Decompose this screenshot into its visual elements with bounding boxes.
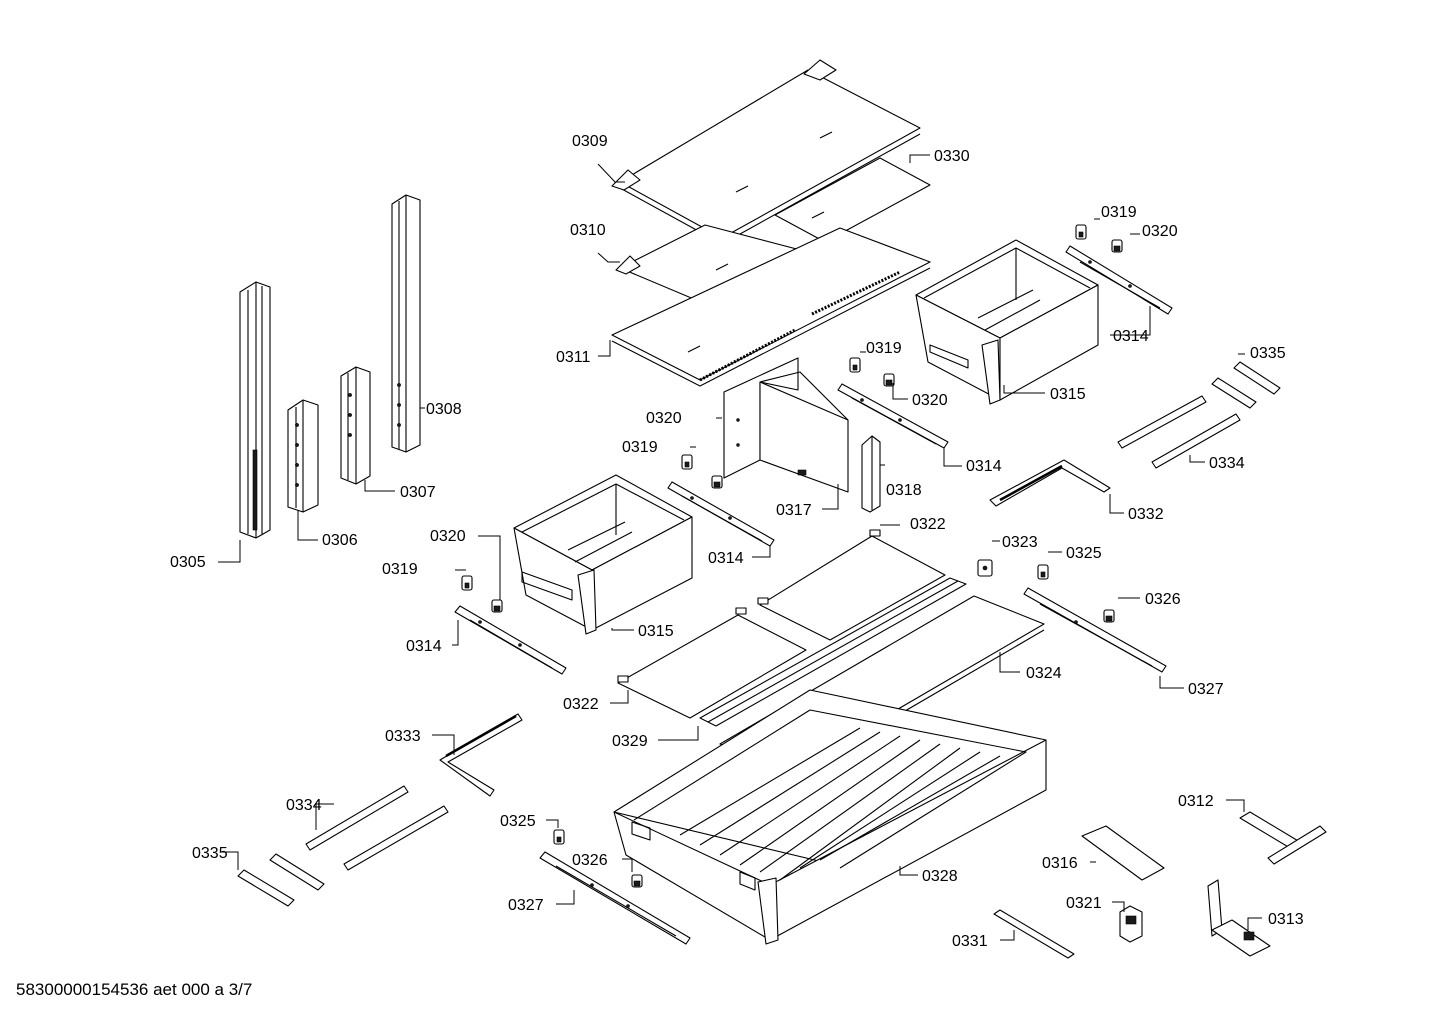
part-0335-strip-left [237, 853, 325, 907]
label-0305: 0305 [170, 554, 206, 571]
part-0305-post [239, 281, 271, 539]
label-0311: 0311 [556, 349, 591, 366]
part-0320-clip-d [491, 599, 503, 613]
part-0334-strip-right [1117, 395, 1241, 469]
part-0312-bracket [1239, 811, 1327, 865]
part-0308-post [391, 194, 421, 453]
label-0330: 0330 [934, 148, 970, 165]
label-0313: 0313 [1268, 911, 1304, 928]
part-0333-angle-bracket [439, 713, 523, 797]
label-0316: 0316 [1042, 855, 1078, 872]
part-0320-clip-a [1111, 239, 1123, 253]
label-0319-b: 0319 [866, 340, 902, 357]
part-0320-clip-c [711, 475, 723, 489]
label-0314-c: 0314 [708, 550, 744, 567]
label-0327-a: 0327 [1188, 681, 1224, 698]
part-0327-rail-a [1023, 587, 1167, 673]
label-0320-d: 0320 [430, 528, 466, 545]
part-0319-clip-a [1075, 224, 1087, 240]
label-0310: 0310 [570, 222, 606, 239]
part-0322-glass-left [617, 607, 807, 719]
label-0323: 0323 [1002, 534, 1038, 551]
label-0315-a: 0315 [1050, 386, 1086, 403]
part-0311-shelf-tray [611, 227, 931, 387]
part-0314-rail-d [454, 605, 567, 675]
label-0307: 0307 [400, 484, 436, 501]
part-0318-cover [861, 435, 881, 513]
part-0334-strip-left [305, 785, 449, 871]
part-0322-glass-right [757, 529, 946, 641]
label-0334-b: 0334 [286, 797, 322, 814]
label-0332: 0332 [1128, 506, 1164, 523]
part-0335-strip-right [1211, 361, 1281, 409]
label-0326-b: 0326 [572, 852, 608, 869]
label-0314-d: 0314 [406, 638, 442, 655]
label-0306: 0306 [322, 532, 358, 549]
part-0325-clip-a [1037, 564, 1049, 580]
part-0319-clip-d [461, 575, 473, 591]
part-0329-rail [699, 577, 967, 727]
label-0324: 0324 [1026, 665, 1062, 682]
label-0317: 0317 [776, 502, 812, 519]
label-0320-c: 0320 [646, 410, 682, 427]
label-0331: 0331 [952, 933, 988, 950]
label-0320-b: 0320 [912, 392, 948, 409]
label-0309: 0309 [572, 133, 608, 150]
part-0323-clip [977, 559, 993, 577]
label-0308: 0308 [426, 401, 462, 418]
label-0328: 0328 [922, 868, 958, 885]
part-0314-rail-b [837, 383, 949, 449]
leader-lines [218, 154, 1262, 941]
label-0319-d: 0319 [382, 561, 418, 578]
part-0314-rail-c [667, 481, 775, 547]
part-0331-strip [993, 909, 1075, 959]
part-0321-hinge [1119, 905, 1143, 943]
part-0330-glass-shelf [774, 157, 931, 243]
label-0335-a: 0335 [1250, 345, 1286, 362]
part-0307-post [340, 366, 371, 485]
part-0319-clip-b [849, 357, 861, 373]
label-0318: 0318 [886, 482, 922, 499]
label-0327-b: 0327 [508, 897, 544, 914]
label-0322-a: 0322 [910, 516, 946, 533]
label-0335-b: 0335 [192, 845, 228, 862]
label-0319-a: 0319 [1101, 204, 1137, 221]
part-0328-big-drawer [613, 689, 1047, 945]
label-0325-a: 0325 [1066, 545, 1102, 562]
label-0321: 0321 [1066, 895, 1102, 912]
part-0315-drawer-left [513, 474, 693, 635]
label-0333: 0333 [385, 728, 421, 745]
part-0309-glass-shelf [611, 59, 921, 245]
part-0326-clip-b [631, 874, 643, 888]
part-0332-angle-bracket [989, 459, 1111, 507]
part-0325-clip-b [553, 829, 565, 845]
label-0322-b: 0322 [563, 696, 599, 713]
part-0315-drawer-upper [915, 239, 1099, 405]
label-0326-a: 0326 [1145, 591, 1181, 608]
label-0325-b: 0325 [500, 813, 536, 830]
label-0312: 0312 [1178, 793, 1214, 810]
label-0314-a: 0314 [1113, 328, 1149, 345]
part-0317-divider [723, 357, 849, 493]
label-0320-a: 0320 [1142, 223, 1178, 240]
part-0320-clip-b [883, 373, 895, 387]
part-0314-rail-a [1065, 245, 1173, 315]
part-labels: 0309 0330 0310 0311 0308 0307 0306 0305 … [170, 133, 1304, 950]
part-0326-clip-a [1103, 609, 1115, 623]
label-0314-b: 0314 [966, 458, 1002, 475]
label-0319-c: 0319 [622, 439, 658, 456]
document-id: 58300000154536 aet 000 a 3/7 [16, 980, 253, 999]
part-0310-glass-shelf [615, 224, 809, 306]
part-0313-hinge [1207, 879, 1271, 957]
part-0319-clip-c [681, 454, 693, 470]
label-0329: 0329 [612, 733, 648, 750]
label-0334-a: 0334 [1209, 455, 1245, 472]
part-0316-plate [1081, 825, 1165, 881]
parts-drawing: 0309 0330 0310 0311 0308 0307 0306 0305 … [170, 59, 1327, 959]
part-0327-rail-b [539, 851, 691, 945]
part-0306-post [287, 399, 319, 513]
label-0315-b: 0315 [638, 623, 674, 640]
